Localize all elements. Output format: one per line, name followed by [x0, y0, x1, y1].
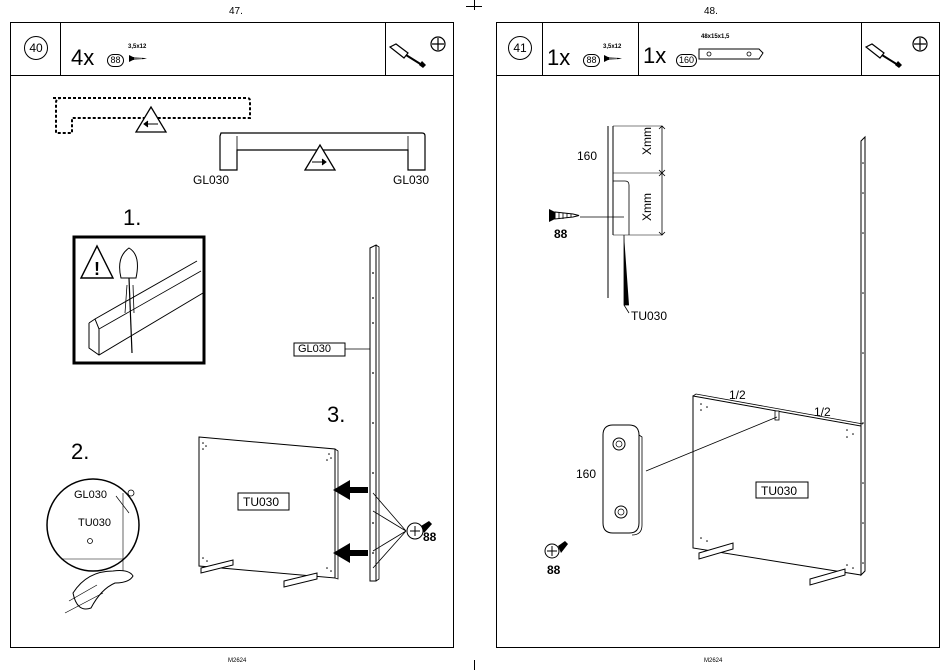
plate-label-bottom: 160 — [576, 467, 596, 481]
rail-label-left: GL030 — [193, 173, 229, 187]
panel-label-top: TU030 — [631, 309, 667, 323]
left-illustration: ! — [11, 23, 455, 649]
footer-left: M2624 — [228, 658, 246, 664]
svg-text:!: ! — [94, 259, 100, 279]
page-number-left: 47. — [229, 6, 243, 17]
half-label-left: 1/2 — [729, 388, 746, 402]
half-label-right: 1/2 — [814, 405, 831, 419]
crop-mark-top — [474, 0, 475, 10]
substep-2: 2. — [71, 439, 89, 465]
detail-panel-label: TU030 — [78, 517, 111, 529]
crop-mark-horizontal — [466, 6, 482, 7]
screw-label-top: 88 — [554, 227, 567, 241]
manual-page-right: 41 1x 88 3,5x12 1x 160 48x15x1,5 — [496, 22, 940, 648]
substep-3: 3. — [327, 402, 345, 428]
substep-1: 1. — [123, 205, 141, 231]
plate-label-top: 160 — [577, 149, 597, 163]
rail-label-right: GL030 — [393, 173, 429, 187]
wall-rail-label: GL030 — [298, 343, 331, 355]
panel-label: TU030 — [761, 484, 797, 498]
right-illustration — [497, 23, 941, 649]
screw-label: 88 — [423, 530, 436, 544]
manual-page-left: 40 4x 88 3,5x12 — [10, 22, 454, 648]
footer-right: M2624 — [704, 658, 722, 664]
page-number-right: 48. — [704, 6, 718, 17]
xmm-label-bottom: Xmm — [640, 193, 654, 221]
crop-mark-bottom — [474, 660, 475, 670]
panel-label: TU030 — [243, 495, 279, 509]
screw-label-bottom: 88 — [547, 563, 560, 577]
detail-rail-label: GL030 — [74, 489, 107, 501]
xmm-label-top: Xmm — [640, 127, 654, 155]
